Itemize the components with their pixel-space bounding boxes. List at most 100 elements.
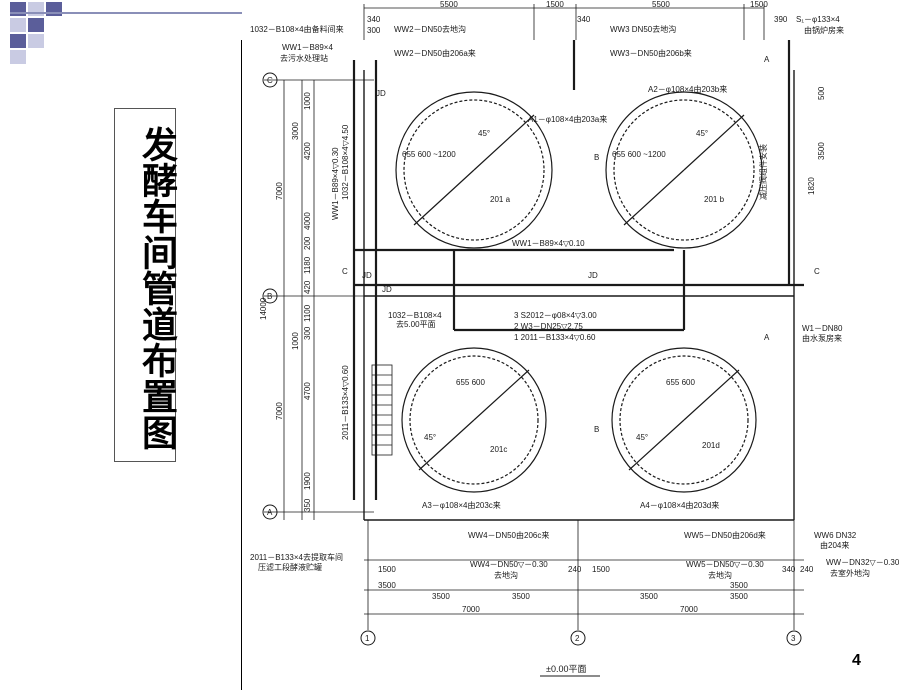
left-dim-8: 420 xyxy=(303,280,312,294)
top-dim-3: 5500 xyxy=(652,0,670,9)
sect-b-top: B xyxy=(594,153,599,162)
note-ww6-d: 去室外地沟 xyxy=(830,568,870,578)
bottom-dim-r1-6: 340 xyxy=(782,565,796,574)
axis-col-1: 1 xyxy=(365,634,370,643)
bottom-dim-r1-1: 1500 xyxy=(378,565,396,574)
note-a3: A3－φ108×4由203c来 xyxy=(422,500,501,510)
divider-line xyxy=(241,40,242,690)
vert-label-1: WW1－B89×4▽0.30 xyxy=(331,147,340,220)
note-mid-1: 1 2011－B133×4▽0.60 xyxy=(514,333,596,342)
note-mid-2: 2 W3－DN25▽2.75 xyxy=(514,322,583,331)
slide-title: 发酵车间管道布置图 xyxy=(136,126,178,450)
bottom-dim-r2-2: 3500 xyxy=(512,592,530,601)
bottom-dim-r1-4: 1500 xyxy=(592,565,610,574)
note-dim-500: 500 xyxy=(817,86,826,100)
page-number: 4 xyxy=(852,652,861,669)
tank-label-201d: 201d xyxy=(702,441,720,450)
header-rule xyxy=(10,12,242,14)
tank-201d xyxy=(611,347,757,493)
tank-201a xyxy=(395,91,553,249)
plan-label: ±0.00平面 xyxy=(546,664,586,674)
top-dim-2: 1500 xyxy=(546,0,564,9)
note-dim-3500: 3500 xyxy=(817,142,826,160)
angle-a: 45° xyxy=(478,129,490,138)
left-dim-3: 4200 xyxy=(303,142,312,160)
axis-row-b: B xyxy=(267,292,272,301)
note-ww4-b: WW4－DN50▽－0.30 xyxy=(470,560,548,569)
left-dim-15: 1900 xyxy=(303,472,312,490)
left-dim-4: 7000 xyxy=(275,182,284,200)
sect-b-bottom: B xyxy=(594,425,599,434)
note-ww5-c: 去地沟 xyxy=(708,570,732,580)
note-a4: A4－φ108×4由203d来 xyxy=(640,500,719,510)
tank-dims-b: 655 600 ~1200 xyxy=(612,150,666,159)
note-ww6-c: WW－DN32▽－0.30 xyxy=(826,558,900,567)
building-walls xyxy=(363,70,795,521)
note-ww2-a: WW2－DN50去地沟 xyxy=(394,24,466,34)
left-dim-11: 300 xyxy=(303,326,312,340)
angle-b: 45° xyxy=(696,129,708,138)
title-box: 发酵车间管道布置图 xyxy=(114,108,178,462)
top-small-dim-1: 340 xyxy=(367,15,381,24)
sect-a-mid: A xyxy=(764,333,770,342)
staircase xyxy=(371,364,393,456)
tank-201c xyxy=(401,347,547,493)
note-a1: A1－φ108×4由203a来 xyxy=(528,114,607,124)
tank-dims-c: 655 600 xyxy=(456,378,485,387)
note-jd-mid-2: JD xyxy=(382,285,392,294)
top-small-dim-4: 390 xyxy=(774,15,788,24)
note-a2: A2－φ108×4由203b来 xyxy=(648,84,727,94)
bottom-dim-r3-1: 7000 xyxy=(462,605,480,614)
axis-col-2: 2 xyxy=(575,634,580,643)
bottom-dim-r3-2: 7000 xyxy=(680,605,698,614)
left-dim-6: 200 xyxy=(303,236,312,250)
note-ww3-a: WW3 DN50去地沟 xyxy=(610,24,676,34)
piping-layout-drawing: C B A 1 2 3 5500 1500 5500 1500 340 300 … xyxy=(250,0,900,677)
sect-c-right: C xyxy=(814,267,820,276)
decor-square-7 xyxy=(28,34,44,48)
top-small-dim-3: 340 xyxy=(577,15,591,24)
vert-label-2: 1032－B108×4▽4.50 xyxy=(341,124,350,200)
note-b108-2: 去5.00平面 xyxy=(396,319,436,329)
note-top-left-3: 去污水处理站 xyxy=(280,53,328,63)
top-dim-4: 1500 xyxy=(750,0,768,9)
note-w1-b: 由水泵房来 xyxy=(802,333,842,343)
note-bl-2: 压滤工段酵液贮罐 xyxy=(258,562,322,572)
note-jd-mid-1: JD xyxy=(362,271,372,280)
bottom-dim-r1-2: 3500 xyxy=(378,581,396,590)
note-b108: 1032－B108×4 xyxy=(388,311,442,320)
top-small-dim-2: 300 xyxy=(367,26,381,35)
note-ww4-c: 去地沟 xyxy=(494,570,518,580)
note-dim-1820: 1820 xyxy=(807,177,816,195)
decor-square-4 xyxy=(10,18,26,32)
note-bl-1: 2011－B133×4去提取车间 xyxy=(250,552,343,562)
note-ww5-a: WW5－DN50由206d来 xyxy=(684,530,766,540)
pipe-runs xyxy=(352,40,804,500)
left-dim-7: 1180 xyxy=(303,256,312,274)
tank-label-201b: 201 b xyxy=(704,195,725,204)
note-w1: W1－DN80 xyxy=(802,324,843,333)
left-dim-14: 7000 xyxy=(275,402,284,420)
note-vert-right: 减压阀组件安装 xyxy=(758,144,768,200)
note-ww4-a: WW4－DN50由206c来 xyxy=(468,530,549,540)
left-dim-5: 4000 xyxy=(303,212,312,230)
bottom-dim-r2-4: 3500 xyxy=(730,592,748,601)
note-s1: S₁－φ133×4 xyxy=(796,15,840,24)
left-dim-10: 14000 xyxy=(259,297,268,320)
tank-201b xyxy=(605,91,763,249)
tank-dims-a: 655 600 ~1200 xyxy=(402,150,456,159)
top-dim-1: 5500 xyxy=(440,0,458,9)
note-jd-mid-3: JD xyxy=(588,271,598,280)
note-ww3-b: WW3－DN50由206b来 xyxy=(610,48,692,58)
bottom-dim-r1-5: 3500 xyxy=(730,581,748,590)
decor-square-8 xyxy=(10,50,26,64)
note-s1-b: 由锅炉房来 xyxy=(804,25,844,35)
axis-row-a: A xyxy=(267,508,273,517)
axis-bubbles xyxy=(262,72,802,646)
tank-label-201c: 201c xyxy=(490,445,507,454)
left-dim-16: 350 xyxy=(303,498,312,512)
tank-label-201a: 201 a xyxy=(490,195,511,204)
bottom-dim-r1-3: 240 xyxy=(568,565,582,574)
note-ww1-mid: WW1－B89×4▽0.10 xyxy=(512,239,585,248)
angle-d: 45° xyxy=(636,433,648,442)
